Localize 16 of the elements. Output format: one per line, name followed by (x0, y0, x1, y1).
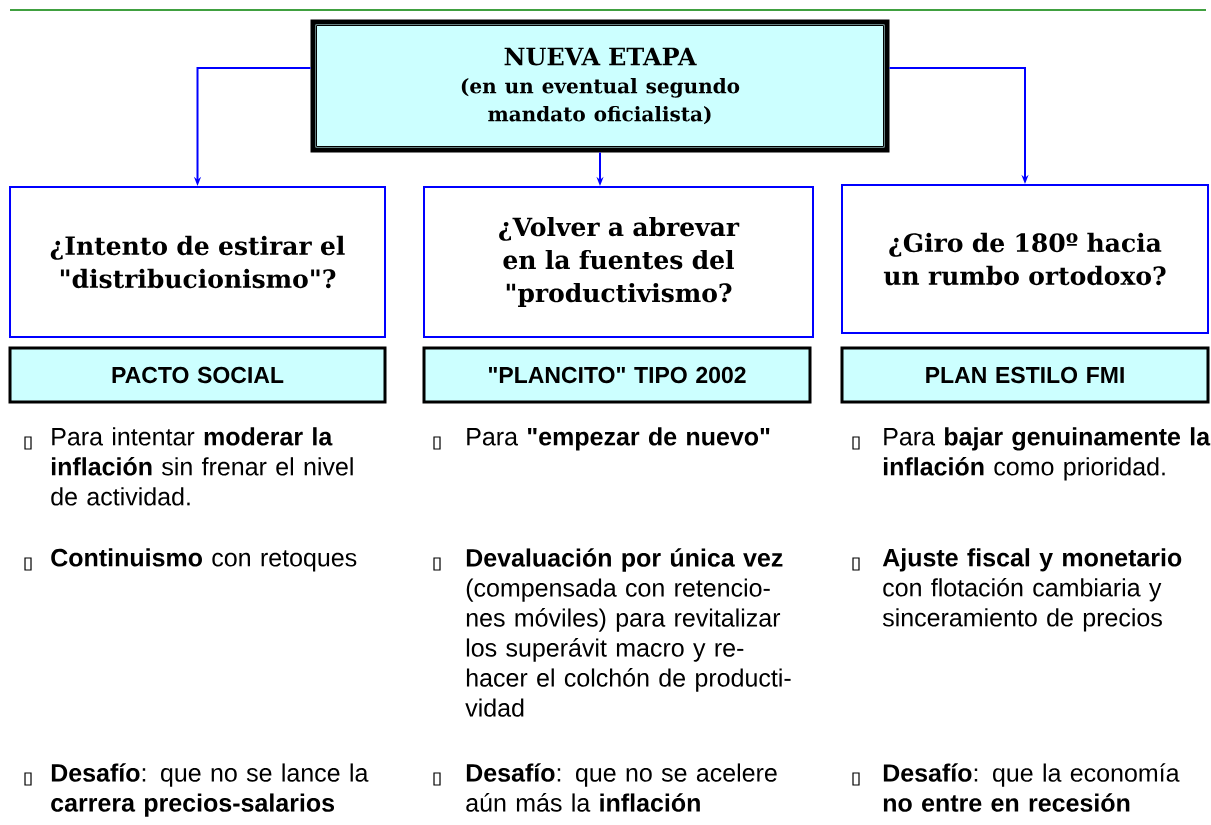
question-box: ¿Giro de 180º hacia un rumbo ortodoxo? (841, 184, 1209, 334)
plan-box: "PLANCITO" TIPO 2002 (422, 346, 812, 404)
bullet-text: Para "empezar de nuevo" (467, 427, 770, 451)
title-box: NUEVA ETAPA (en un eventual segundo mandato oficialista) (310, 19, 890, 153)
bullet-text: Desafío: que no se lance la carrera precios-salarios (51, 763, 369, 817)
plan-box: PLAN ESTILO FMI (840, 346, 1210, 404)
bullet-text: Para intentar moderar la inflación sin frenar el nivel de actividad. (51, 427, 353, 506)
bullet-text: Ajuste fiscal y monetario con flotación cambiaria y sinceramiento de precios (882, 548, 1182, 632)
bullet-text: Para bajar genuinamente la inflación como prioridad. (883, 427, 1211, 481)
plan-box: PACTO SOCIAL (8, 346, 387, 404)
bullet-text: Continuismo con retoques (51, 548, 357, 572)
bullet-text: Desafío: que no se acelere aún más la inflación (466, 763, 777, 812)
question-box: ¿Intento de estirar el "distribucionismo"? (9, 186, 386, 338)
question-box: ¿Volver a abrevar en la fuentes del "productivismo? (423, 186, 814, 338)
bullet-text: Desafío: que la economía no entre en recesión (883, 763, 1180, 812)
bullet-text: Devaluación por única vez (compensada con retencio- nes móviles) para revitalizar los superávit macro y re- hacer el colchón de producti- vidad (465, 548, 791, 717)
